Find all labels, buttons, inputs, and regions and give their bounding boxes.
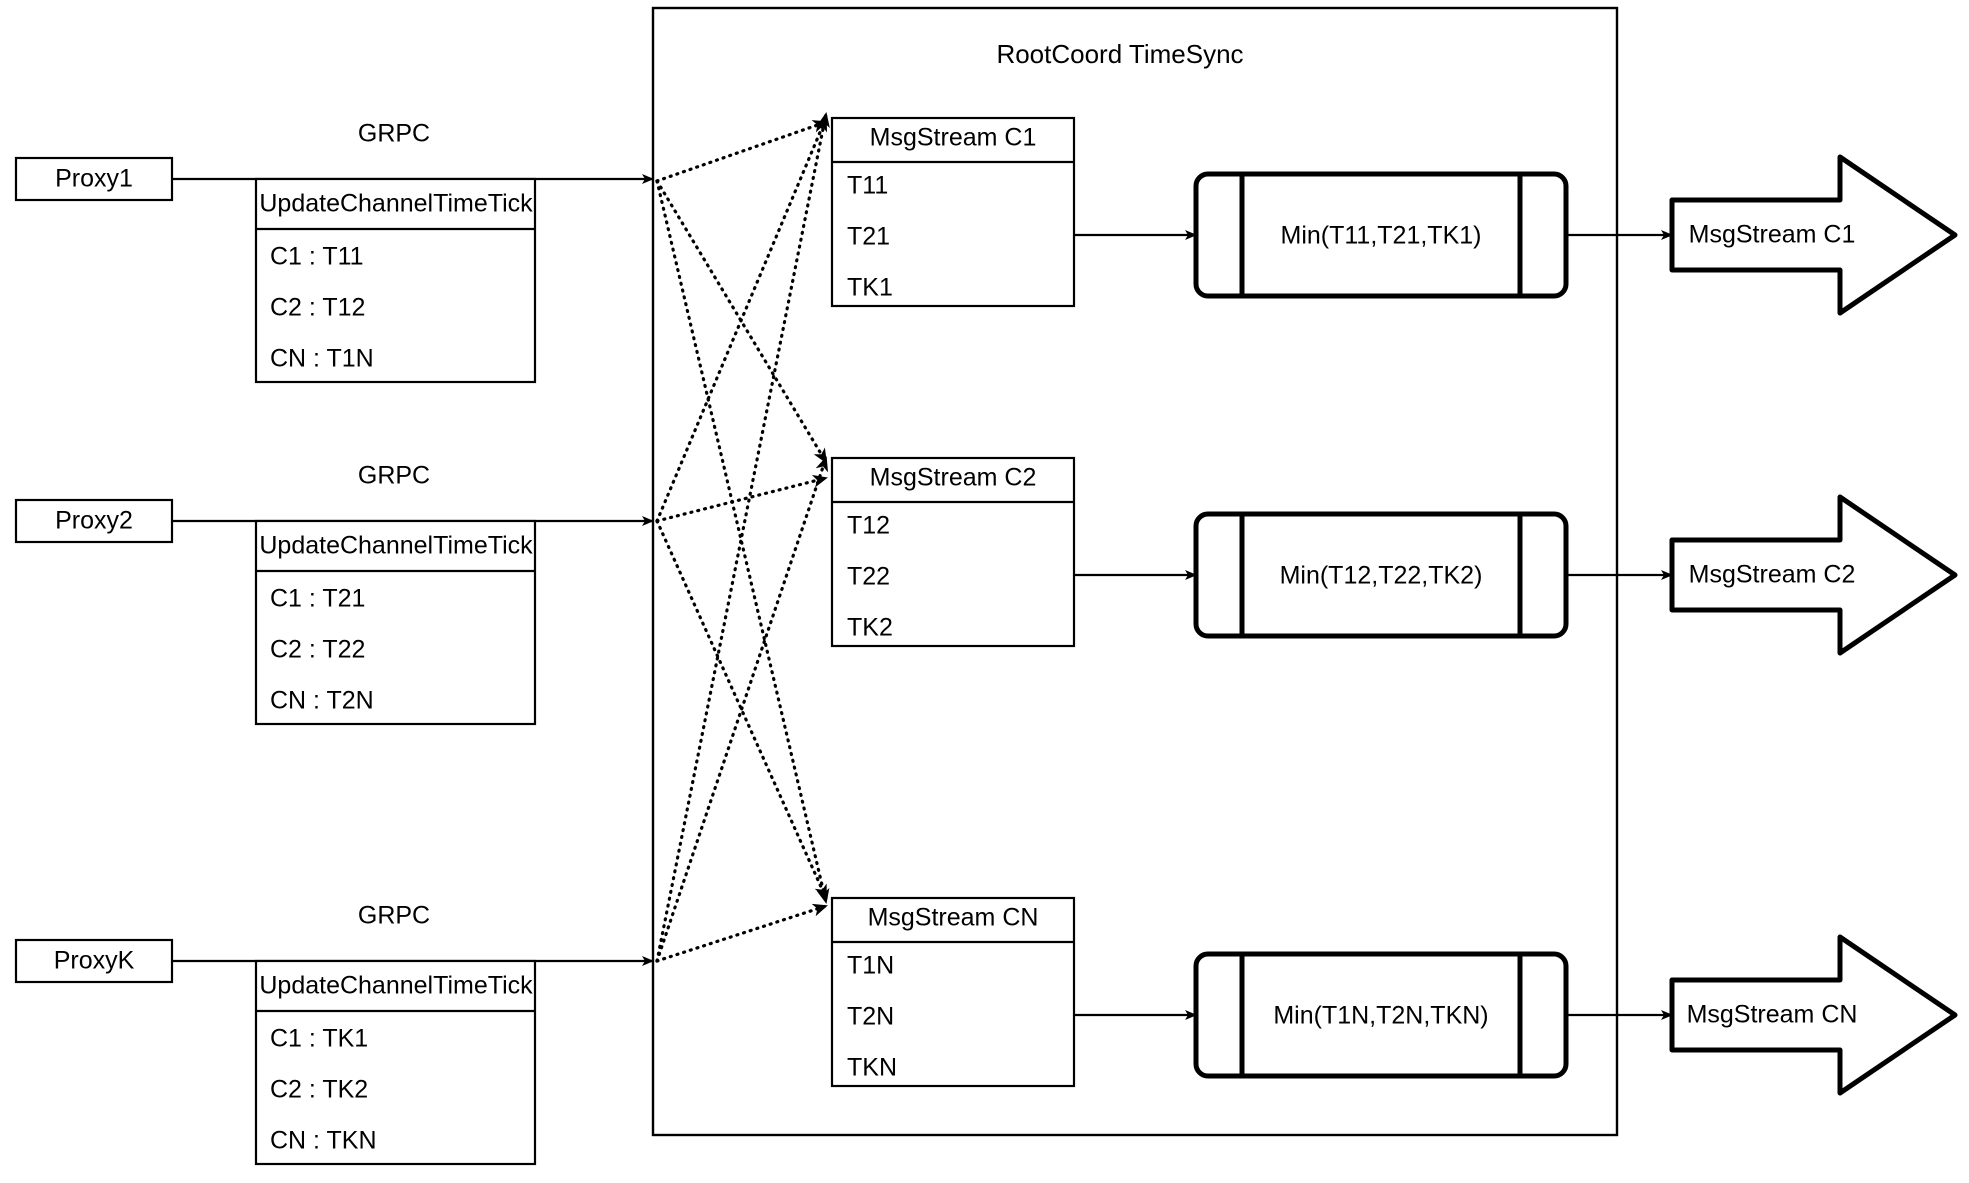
update-channel-timetick-box-1[interactable] [254, 177, 537, 384]
output-msgstream-label-3: MsgStream CN [1687, 1001, 1858, 1029]
fanout-p2-c1 [655, 116, 828, 523]
grpc-label-1: GRPC [358, 120, 430, 148]
rootcoord-timesync-title: RootCoord TimeSync [996, 39, 1243, 69]
msgstream-tick-2-0: T12 [847, 512, 890, 540]
min-label-1: Min(T11,T21,TK1) [1281, 222, 1482, 250]
request-entry-2-1: C2 : T22 [270, 636, 365, 664]
fanout-p3-c2 [655, 456, 829, 963]
msgstream-title-1: MsgStream C1 [870, 124, 1037, 152]
msgstream-box-1[interactable] [830, 116, 1076, 308]
msgstream-title-2: MsgStream C2 [870, 464, 1037, 492]
min-label-3: Min(T1N,T2N,TKN) [1273, 1002, 1488, 1030]
min-process-box-2[interactable]: Min(T12,T22,TK2) [1193, 511, 1569, 639]
request-entry-1-0: C1 : T11 [270, 243, 364, 271]
msgstream-tick-1-1: T21 [847, 223, 890, 251]
output-msgstream-arrow-3[interactable]: MsgStream CN [1669, 934, 1958, 1096]
msgstream-tick-1-0: T11 [847, 172, 888, 200]
request-title-1: UpdateChannelTimeTick [259, 190, 533, 218]
fanout-p1-c1 [655, 120, 828, 183]
msgstream-title-3: MsgStream CN [868, 904, 1039, 932]
proxy-row-2: Proxy2 GRPC UpdateChannelTimeTick C1 : T… [14, 462, 654, 726]
channel-group-2: MsgStream C2 T12 T22 TK2 Min(T12,T22,TK2… [830, 456, 1958, 656]
proxy-box-1[interactable] [14, 156, 174, 202]
fanout-p2-c2 [655, 474, 828, 523]
channel-group-1: MsgStream C1 T11 T21 TK1 Min(T11,T21,TK1… [830, 116, 1958, 316]
proxy-label-1: Proxy1 [55, 165, 133, 193]
msgstream-box-3[interactable] [830, 896, 1076, 1088]
grpc-label-3: GRPC [358, 902, 430, 930]
msgstream-tick-2-1: T22 [847, 563, 890, 591]
fanout-dotted-connectors [655, 112, 830, 963]
fanout-p3-c1 [655, 112, 830, 963]
request-entry-2-0: C1 : T21 [270, 585, 365, 613]
min-label-2: Min(T12,T22,TK2) [1280, 562, 1483, 590]
min-process-box-3[interactable]: Min(T1N,T2N,TKN) [1193, 951, 1569, 1079]
proxy-box-2[interactable] [14, 498, 174, 544]
request-entry-1-1: C2 : T12 [270, 294, 365, 322]
fanout-p1-c2 [655, 179, 828, 464]
proxy-row-1: Proxy1 GRPC UpdateChannelTimeTick C1 : T… [14, 120, 654, 384]
update-channel-timetick-box-3[interactable] [254, 959, 537, 1166]
output-msgstream-label-2: MsgStream C2 [1689, 561, 1856, 589]
request-title-3: UpdateChannelTimeTick [259, 972, 533, 1000]
fanout-p3-cn [655, 903, 828, 963]
request-entry-3-1: C2 : TK2 [270, 1076, 368, 1104]
channel-group-3: MsgStream CN T1N T2N TKN Min(T1N,T2N,TKN… [830, 896, 1958, 1096]
msgstream-tick-2-2: TK2 [847, 614, 893, 642]
proxy-row-3: ProxyK GRPC UpdateChannelTimeTick C1 : T… [14, 902, 654, 1166]
fanout-p2-cn [655, 519, 828, 900]
request-entry-3-2: CN : TKN [270, 1127, 377, 1155]
update-channel-timetick-box-2[interactable] [254, 519, 537, 726]
output-msgstream-arrow-2[interactable]: MsgStream C2 [1669, 494, 1958, 656]
request-entry-2-2: CN : T2N [270, 687, 374, 715]
msgstream-tick-1-2: TK1 [847, 274, 893, 302]
proxy-label-3: ProxyK [54, 947, 135, 975]
request-entry-1-2: CN : T1N [270, 345, 374, 373]
msgstream-tick-3-2: TKN [847, 1054, 897, 1082]
output-msgstream-label-1: MsgStream C1 [1689, 221, 1856, 249]
request-entry-3-0: C1 : TK1 [270, 1025, 368, 1053]
msgstream-tick-3-1: T2N [847, 1003, 894, 1031]
min-process-box-1[interactable]: Min(T11,T21,TK1) [1193, 171, 1569, 299]
msgstream-tick-3-0: T1N [847, 952, 894, 980]
msgstream-box-2[interactable] [830, 456, 1076, 648]
proxy-box-3[interactable] [14, 938, 174, 984]
request-title-2: UpdateChannelTimeTick [259, 532, 533, 560]
grpc-label-2: GRPC [358, 462, 430, 490]
proxy-label-2: Proxy2 [55, 507, 133, 535]
output-msgstream-arrow-1[interactable]: MsgStream C1 [1669, 154, 1958, 316]
